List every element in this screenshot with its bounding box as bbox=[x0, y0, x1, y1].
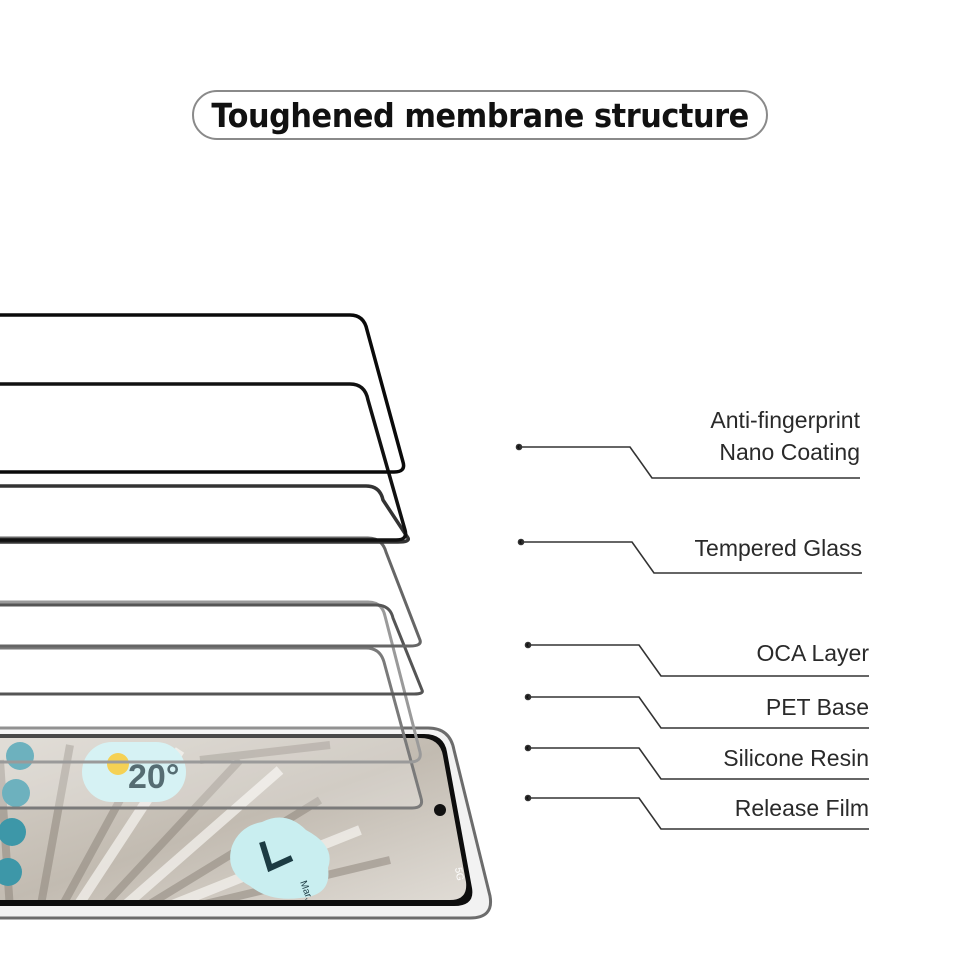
title-pill: Toughened membrane structure bbox=[192, 90, 768, 140]
release-film-layer bbox=[0, 646, 424, 810]
front-camera bbox=[434, 804, 446, 816]
phone-screen: 20° Mar, 4 5G bbox=[0, 738, 467, 900]
phone: 20° Mar, 4 5G bbox=[0, 726, 493, 920]
label-release-film: Release Film bbox=[735, 792, 869, 824]
label-silicone-resin-text: Silicone Resin bbox=[723, 745, 869, 771]
label-pet-base-text: PET Base bbox=[765, 694, 869, 720]
label-anti-fingerprint-line1: Anti-fingerprint bbox=[710, 407, 860, 433]
chrome-icon bbox=[0, 818, 26, 846]
status-text: 5G bbox=[452, 867, 465, 882]
top-film-layer bbox=[0, 313, 406, 474]
messages-icon bbox=[2, 779, 30, 807]
oca-layer bbox=[0, 536, 422, 648]
label-anti-fingerprint: Anti-fingerprint Nano Coating bbox=[710, 404, 860, 468]
pet-base-layer bbox=[0, 603, 424, 696]
tempered-glass-layer bbox=[0, 484, 410, 544]
nano-coating-layer bbox=[0, 382, 408, 542]
label-pet-base: PET Base bbox=[766, 691, 869, 723]
page-title: Toughened membrane structure bbox=[211, 95, 749, 135]
label-oca-layer: OCA Layer bbox=[757, 637, 870, 669]
weather-widget bbox=[82, 742, 186, 802]
sun-icon bbox=[107, 753, 129, 775]
label-oca-layer-text: OCA Layer bbox=[756, 640, 870, 666]
camera-icon bbox=[0, 858, 22, 886]
label-tempered-glass: Tempered Glass bbox=[695, 532, 862, 564]
label-silicone-resin: Silicone Resin bbox=[723, 742, 869, 774]
clock-hands bbox=[259, 841, 294, 873]
leader-lines bbox=[515, 443, 869, 830]
label-anti-fingerprint-line2: Nano Coating bbox=[719, 439, 860, 465]
silicone-resin-layer bbox=[0, 600, 422, 764]
label-tempered-glass-text: Tempered Glass bbox=[694, 535, 862, 561]
label-release-film-text: Release Film bbox=[734, 795, 869, 821]
weather-temp: 20° bbox=[128, 758, 179, 796]
clock-widget bbox=[230, 817, 330, 899]
